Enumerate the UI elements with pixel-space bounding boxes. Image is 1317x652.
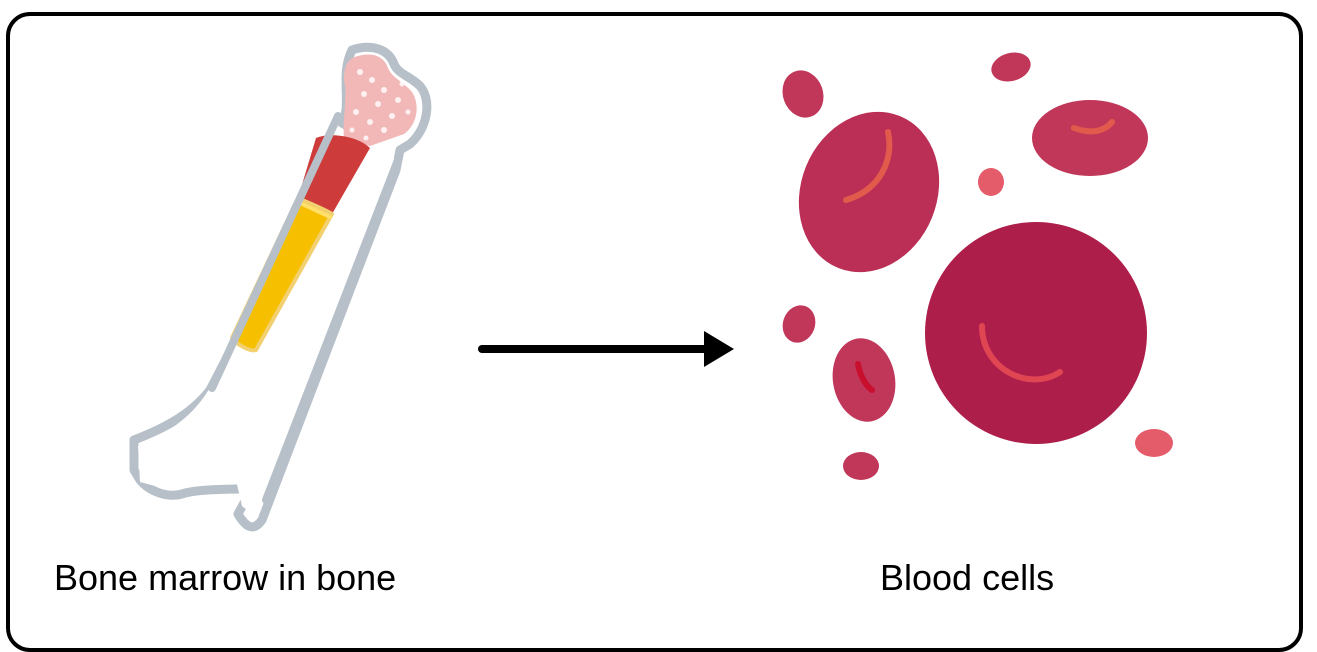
blood-cells-icon xyxy=(775,48,1173,480)
bone-icon xyxy=(134,47,427,527)
blood-cell-large xyxy=(925,222,1147,444)
blood-cells-label: Blood cells xyxy=(880,560,1054,596)
bone-marrow-label: Bone marrow in bone xyxy=(54,560,396,596)
blood-cell-small-3 xyxy=(978,168,1004,196)
blood-cell-small-1 xyxy=(776,65,830,124)
blood-cell-small-6 xyxy=(1135,429,1173,457)
blood-cell-small-2 xyxy=(988,48,1034,85)
blood-cell-small-4 xyxy=(777,301,820,348)
blood-cell-oval-2 xyxy=(1032,100,1148,176)
spongy-bone xyxy=(344,55,417,147)
blood-cell-small-5 xyxy=(843,452,879,480)
arrow-right-icon xyxy=(482,331,734,367)
